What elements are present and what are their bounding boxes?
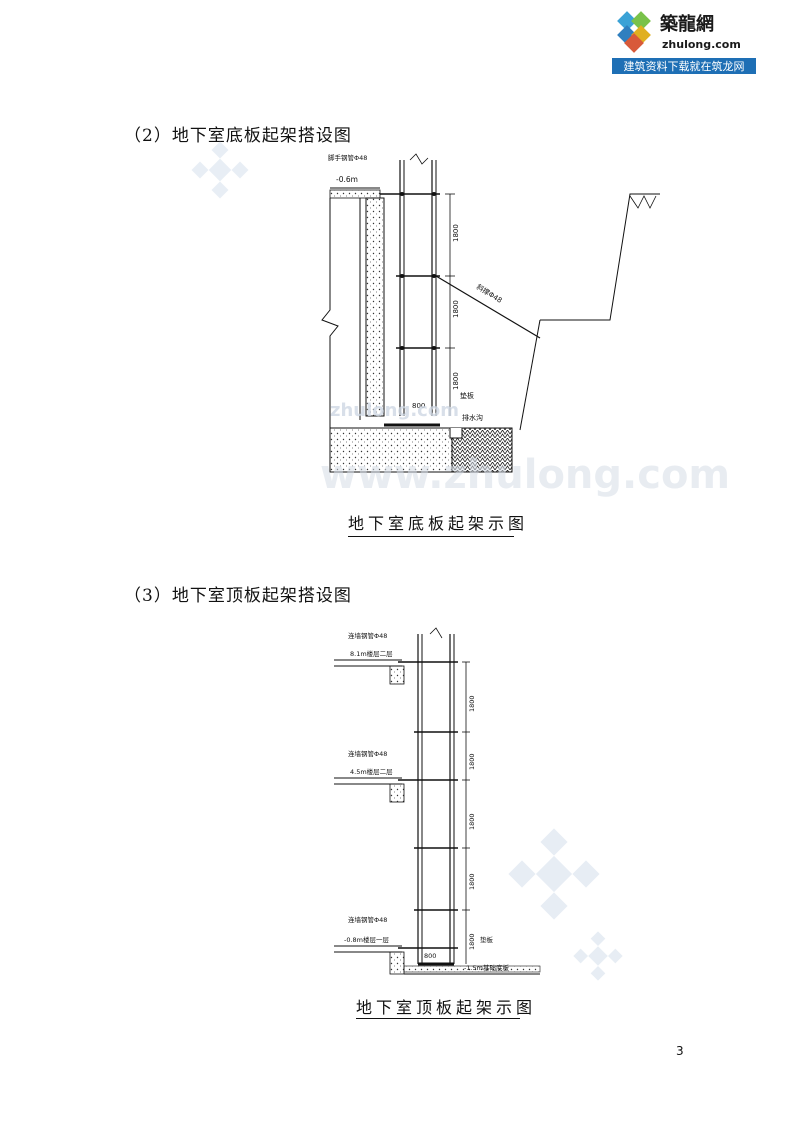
label-d5: 1800 (468, 933, 476, 950)
label-top-note: 脚手钢管Φ48 (328, 153, 367, 162)
snowflake-watermark-icon (506, 826, 602, 926)
zhulong-logo: 築龍網 zhulong.com 建筑资料下载就在筑龙网 (612, 6, 756, 76)
label-dim-bottom: 800 (412, 402, 425, 410)
caption-underline (356, 1018, 520, 1019)
section2-heading: （2）地下室底板起架搭设图 (124, 126, 352, 146)
snowflake-watermark-icon (190, 140, 250, 204)
section3-caption-text: 地下室顶板起架示图 (356, 998, 537, 1017)
label-dim3: 1800 (452, 372, 460, 390)
section2-caption-text: 地下室底板起架示图 (348, 514, 529, 533)
top-slab-drawing: 连墙钢管Φ48 8.1m楼层二层 连墙钢管Φ48 4.5m楼层二层 连墙钢管Φ4… (330, 620, 570, 980)
label-floor1: 8.1m楼层二层 (350, 649, 393, 658)
snowflake-watermark-icon (572, 930, 624, 986)
diamond-logo-icon (617, 11, 651, 53)
label-note3: 连墙钢管Φ48 (348, 915, 387, 924)
label-note1: 连墙钢管Φ48 (348, 631, 387, 640)
section3-heading: （3）地下室顶板起架搭设图 (124, 586, 352, 606)
label-dim-bottom3: 800 (424, 952, 436, 960)
label-dim1: 1800 (452, 224, 460, 242)
logo-brand: 築龍網 (659, 13, 714, 35)
label-pad3: 垫板 (480, 935, 494, 944)
label-drain: 排水沟 (462, 413, 483, 422)
label-floor3: -0.8m楼层一层 (344, 935, 390, 944)
label-dim2: 1800 (452, 300, 460, 318)
label-d3: 1800 (468, 813, 476, 830)
bottom-slab-drawing: 脚手钢管Φ48 -0.6m 1800 1800 1800 斜撑Φ48 800 垫… (300, 150, 750, 510)
watermark-large: www.zhulong.com (320, 452, 730, 498)
label-floor2: 4.5m楼层二层 (350, 767, 393, 776)
logo-slogan: 建筑资料下载就在筑龙网 (624, 59, 745, 73)
label-base: -1.5m基础底板 (464, 963, 510, 972)
logo-site: zhulong.com (662, 38, 741, 51)
section2-caption: 地下室底板起架示图 (348, 510, 524, 537)
label-d2: 1800 (468, 753, 476, 770)
caption-underline (348, 536, 514, 537)
watermark-small: zhulong.com (330, 400, 459, 421)
label-pad: 垫板 (460, 391, 474, 400)
label-d4: 1800 (468, 873, 476, 890)
label-d1: 1800 (468, 695, 476, 712)
section3-caption: 地下室顶板起架示图 (356, 994, 532, 1019)
label-elev: -0.6m (336, 175, 358, 184)
label-note2: 连墙钢管Φ48 (348, 749, 387, 758)
page-number: 3 (676, 1044, 684, 1058)
